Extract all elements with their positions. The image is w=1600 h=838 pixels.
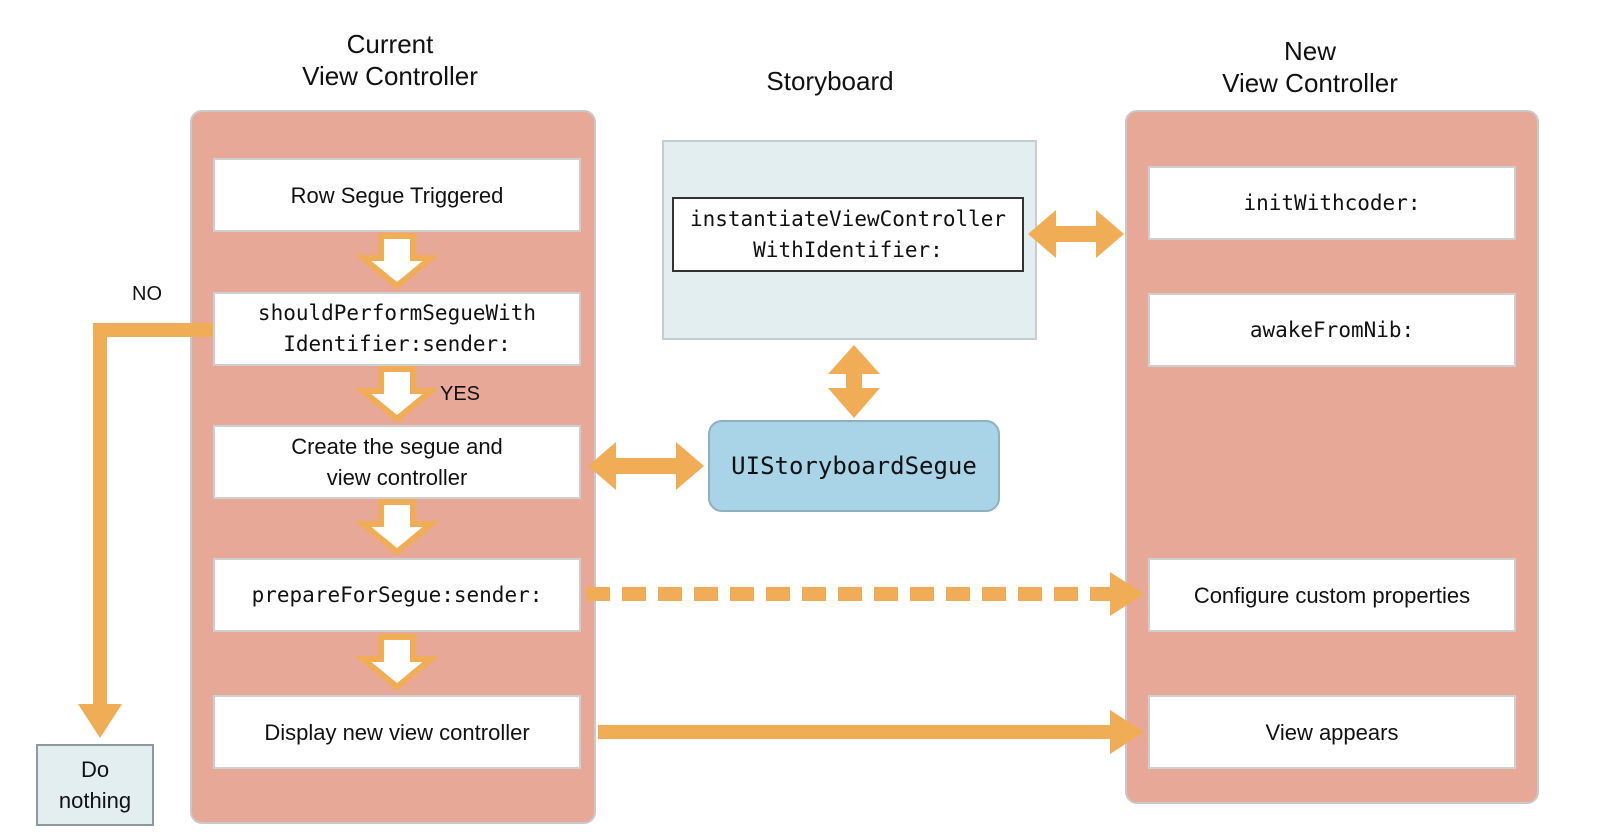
prepare-for-segue-box: prepareForSegue:sender: xyxy=(213,558,581,632)
method-line: Identifier:sender: xyxy=(283,332,511,356)
should-perform-segue-box: shouldPerformSegueWith Identifier:sender… xyxy=(213,292,581,366)
segue-class-label: UIStoryboardSegue xyxy=(731,452,977,480)
method-line: WithIdentifier: xyxy=(753,237,943,262)
no-branch-arrow xyxy=(93,323,213,706)
step-label: Configure custom properties xyxy=(1193,582,1471,608)
instantiate-view-controller-box: instantiateViewController WithIdentifier… xyxy=(672,197,1024,272)
branch-label: NO xyxy=(132,283,162,305)
heading-line: Storyboard xyxy=(766,66,894,96)
step-line: Create the segue and xyxy=(291,434,503,459)
method-label: prepareForSegue:sender: xyxy=(251,582,543,607)
create-segue-box: Create the segue and view controller xyxy=(213,425,581,499)
yes-label: YES xyxy=(440,383,480,406)
do-nothing-box: Do nothing xyxy=(36,744,154,826)
down-arrow xyxy=(354,499,440,556)
no-label: NO xyxy=(132,283,162,306)
instantiate-init-arrow xyxy=(1028,210,1124,258)
prepare-configure-arrowhead xyxy=(1110,572,1144,616)
branch-label: YES xyxy=(440,383,481,405)
no-branch-arrowhead xyxy=(78,704,122,738)
step-label: Display new view controller xyxy=(264,719,530,745)
configure-custom-properties-box: Configure custom properties xyxy=(1148,558,1516,632)
outcome-line: nothing xyxy=(58,788,132,813)
view-appears-box: View appears xyxy=(1148,695,1516,769)
storyboard-segue-box: UIStoryboardSegue xyxy=(708,420,1000,512)
method-line: instantiateViewController xyxy=(689,206,1007,231)
method-label: awakeFromNib: xyxy=(1249,317,1415,342)
outcome-line: Do xyxy=(80,757,110,782)
step-line: view controller xyxy=(326,465,468,490)
row-segue-triggered-box: Row Segue Triggered xyxy=(213,158,581,232)
down-arrow xyxy=(354,233,440,290)
init-with-coder-box: initWithcoder: xyxy=(1148,166,1516,240)
method-label: initWithcoder: xyxy=(1243,190,1421,215)
heading-line: View Controller xyxy=(1222,68,1398,98)
storyboard-heading: Storyboard xyxy=(680,65,980,97)
current-view-controller-heading: Current View Controller xyxy=(240,28,540,92)
awake-from-nib-box: awakeFromNib: xyxy=(1148,293,1516,367)
step-label: Row Segue Triggered xyxy=(290,182,504,208)
method-line: shouldPerformSegueWith xyxy=(257,301,537,325)
create-segue-arrow xyxy=(588,442,704,490)
display-new-view-controller-box: Display new view controller xyxy=(213,695,581,769)
heading-line: New xyxy=(1283,36,1336,66)
new-view-controller-heading: New View Controller xyxy=(1160,35,1460,99)
storyboard-segue-arrow xyxy=(828,345,880,418)
heading-line: Current xyxy=(346,29,434,59)
step-label: View appears xyxy=(1265,719,1399,745)
heading-line: View Controller xyxy=(302,61,478,91)
down-arrow xyxy=(354,634,440,691)
display-appears-arrowhead xyxy=(1110,710,1144,754)
down-arrow xyxy=(354,366,440,423)
